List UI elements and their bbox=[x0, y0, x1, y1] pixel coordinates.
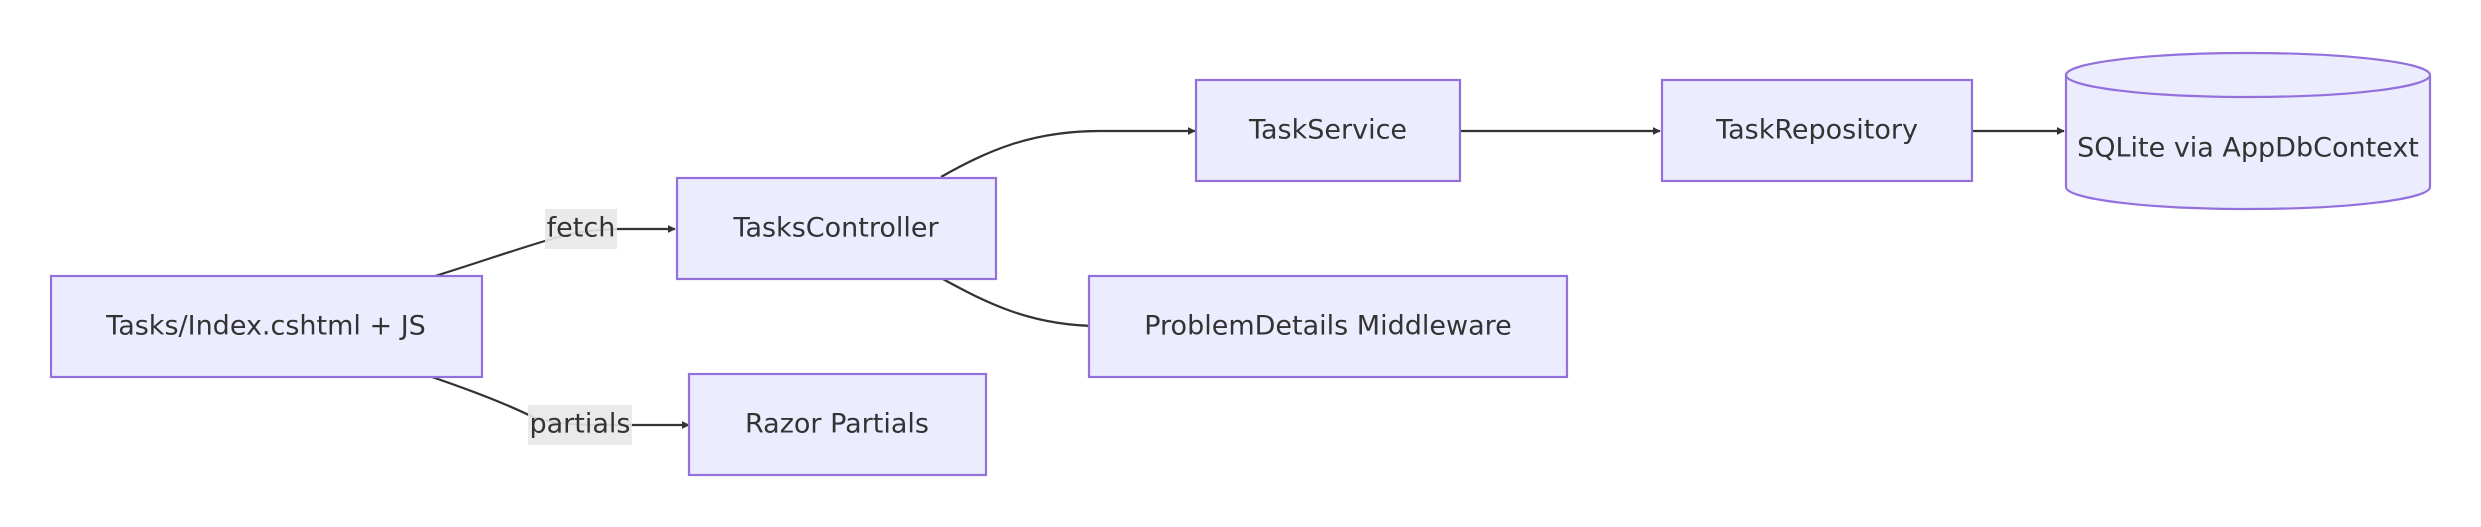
edge-controller-to-service bbox=[940, 127, 1196, 178]
node-service: TaskService bbox=[1194, 78, 1462, 183]
node-index-label: Tasks/Index.cshtml + JS bbox=[105, 311, 426, 342]
edge-label-partials-text: partials bbox=[530, 409, 631, 440]
node-middleware-label: ProblemDetails Middleware bbox=[1144, 311, 1512, 342]
nodes: Tasks/Index.cshtml + JS TasksController … bbox=[49, 51, 2432, 477]
node-partials-label: Razor Partials bbox=[745, 409, 929, 440]
node-partials: Razor Partials bbox=[687, 372, 988, 477]
node-service-label: TaskService bbox=[1248, 115, 1407, 146]
edge-controller-to-middleware bbox=[940, 277, 1101, 330]
edge-label-fetch-text: fetch bbox=[547, 213, 616, 244]
edge-label-partials: partials bbox=[528, 405, 632, 445]
node-db: SQLite via AppDbContext bbox=[2064, 51, 2432, 211]
edge-label-fetch: fetch bbox=[545, 209, 617, 249]
node-repository: TaskRepository bbox=[1660, 78, 1974, 183]
database-cylinder-icon bbox=[2064, 51, 2432, 211]
node-index: Tasks/Index.cshtml + JS bbox=[49, 274, 484, 379]
edge-labels: fetch partials bbox=[528, 209, 632, 445]
node-db-label: SQLite via AppDbContext bbox=[2077, 133, 2419, 164]
node-controller: TasksController bbox=[675, 176, 998, 281]
node-controller-label: TasksController bbox=[732, 213, 939, 244]
node-repository-label: TaskRepository bbox=[1715, 115, 1918, 146]
node-middleware: ProblemDetails Middleware bbox=[1087, 274, 1569, 379]
